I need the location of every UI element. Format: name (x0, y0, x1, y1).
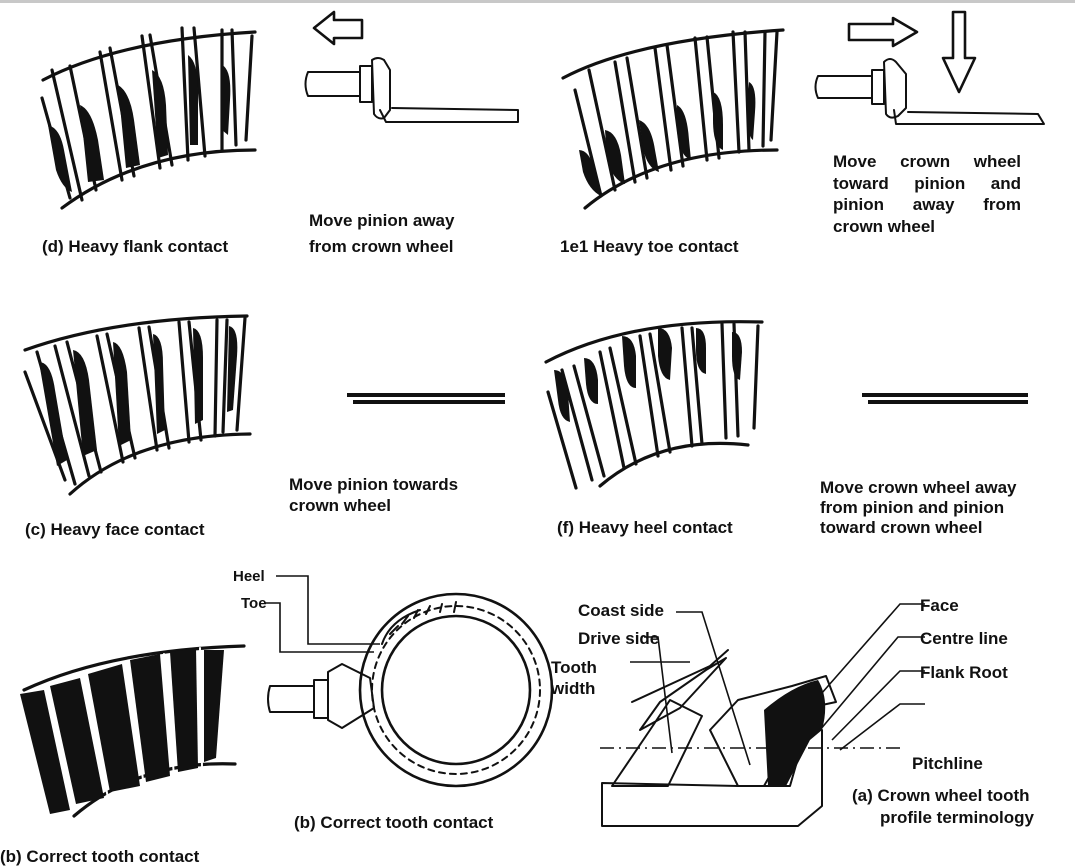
gear-teeth-heavy-flank-drawing (40, 26, 257, 210)
gear-teeth-heavy-heel-drawing (544, 320, 764, 490)
top-border (0, 0, 1075, 3)
pinion-crown-wheel-diagram-e (814, 58, 1045, 125)
arrow-down-icon (941, 10, 977, 94)
gear-teeth-correct-contact-drawing (20, 644, 246, 818)
label-face: Face (920, 596, 959, 615)
remedy-f-line2: from pinion and pinion (820, 498, 1005, 517)
arrow-right-icon (847, 16, 919, 48)
label-tooth-width-line1: Tooth (551, 658, 597, 677)
crown-wheel-tooth-profile-drawing (600, 603, 925, 827)
label-drive-side: Drive side (578, 629, 660, 648)
gear-teeth-heavy-face-drawing (23, 314, 252, 496)
caption-a-line2: profile terminology (880, 808, 1034, 827)
tooth-set (40, 26, 254, 202)
double-line-icon (347, 393, 505, 404)
label-tooth-width-line2: width (551, 679, 596, 698)
remedy-e: Move crown wheel toward pinion and pinio… (833, 152, 1021, 237)
double-line-icon (862, 393, 1028, 404)
label-coast-side: Coast side (578, 601, 664, 620)
pinion-crown-wheel-diagram-d (304, 57, 519, 123)
label-flank-root: Flank Root (920, 663, 1008, 682)
remedy-d-line1: Move pinion away (309, 211, 455, 230)
caption-c: (c) Heavy face contact (25, 520, 205, 539)
arrow-left-icon (312, 10, 364, 46)
remedy-c-line2: crown wheel (289, 496, 392, 515)
label-centre-line: Centre line (920, 629, 1008, 648)
caption-a-line1: (a) Crown wheel tooth (852, 786, 1030, 805)
label-pitchline: Pitchline (912, 754, 983, 773)
gear-teeth-heavy-toe-drawing (561, 28, 785, 210)
heel-label: Heel (233, 568, 265, 585)
crown-wheel-ring-drawing (264, 575, 554, 788)
caption-d: (d) Heavy flank contact (42, 237, 229, 256)
caption-e: 1e1 Heavy toe contact (560, 237, 739, 256)
toe-label: Toe (241, 595, 267, 612)
remedy-f-line3: toward crown wheel (820, 518, 983, 537)
caption-f: (f) Heavy heel contact (557, 518, 733, 537)
remedy-d-line2: from crown wheel (309, 237, 454, 256)
caption-b-right: (b) Correct tooth contact (294, 813, 494, 832)
remedy-f-line1: Move crown wheel away (820, 478, 1017, 497)
remedy-c-line1: Move pinion towards (289, 475, 459, 494)
caption-b-left: (b) Correct tooth contact (0, 847, 200, 866)
